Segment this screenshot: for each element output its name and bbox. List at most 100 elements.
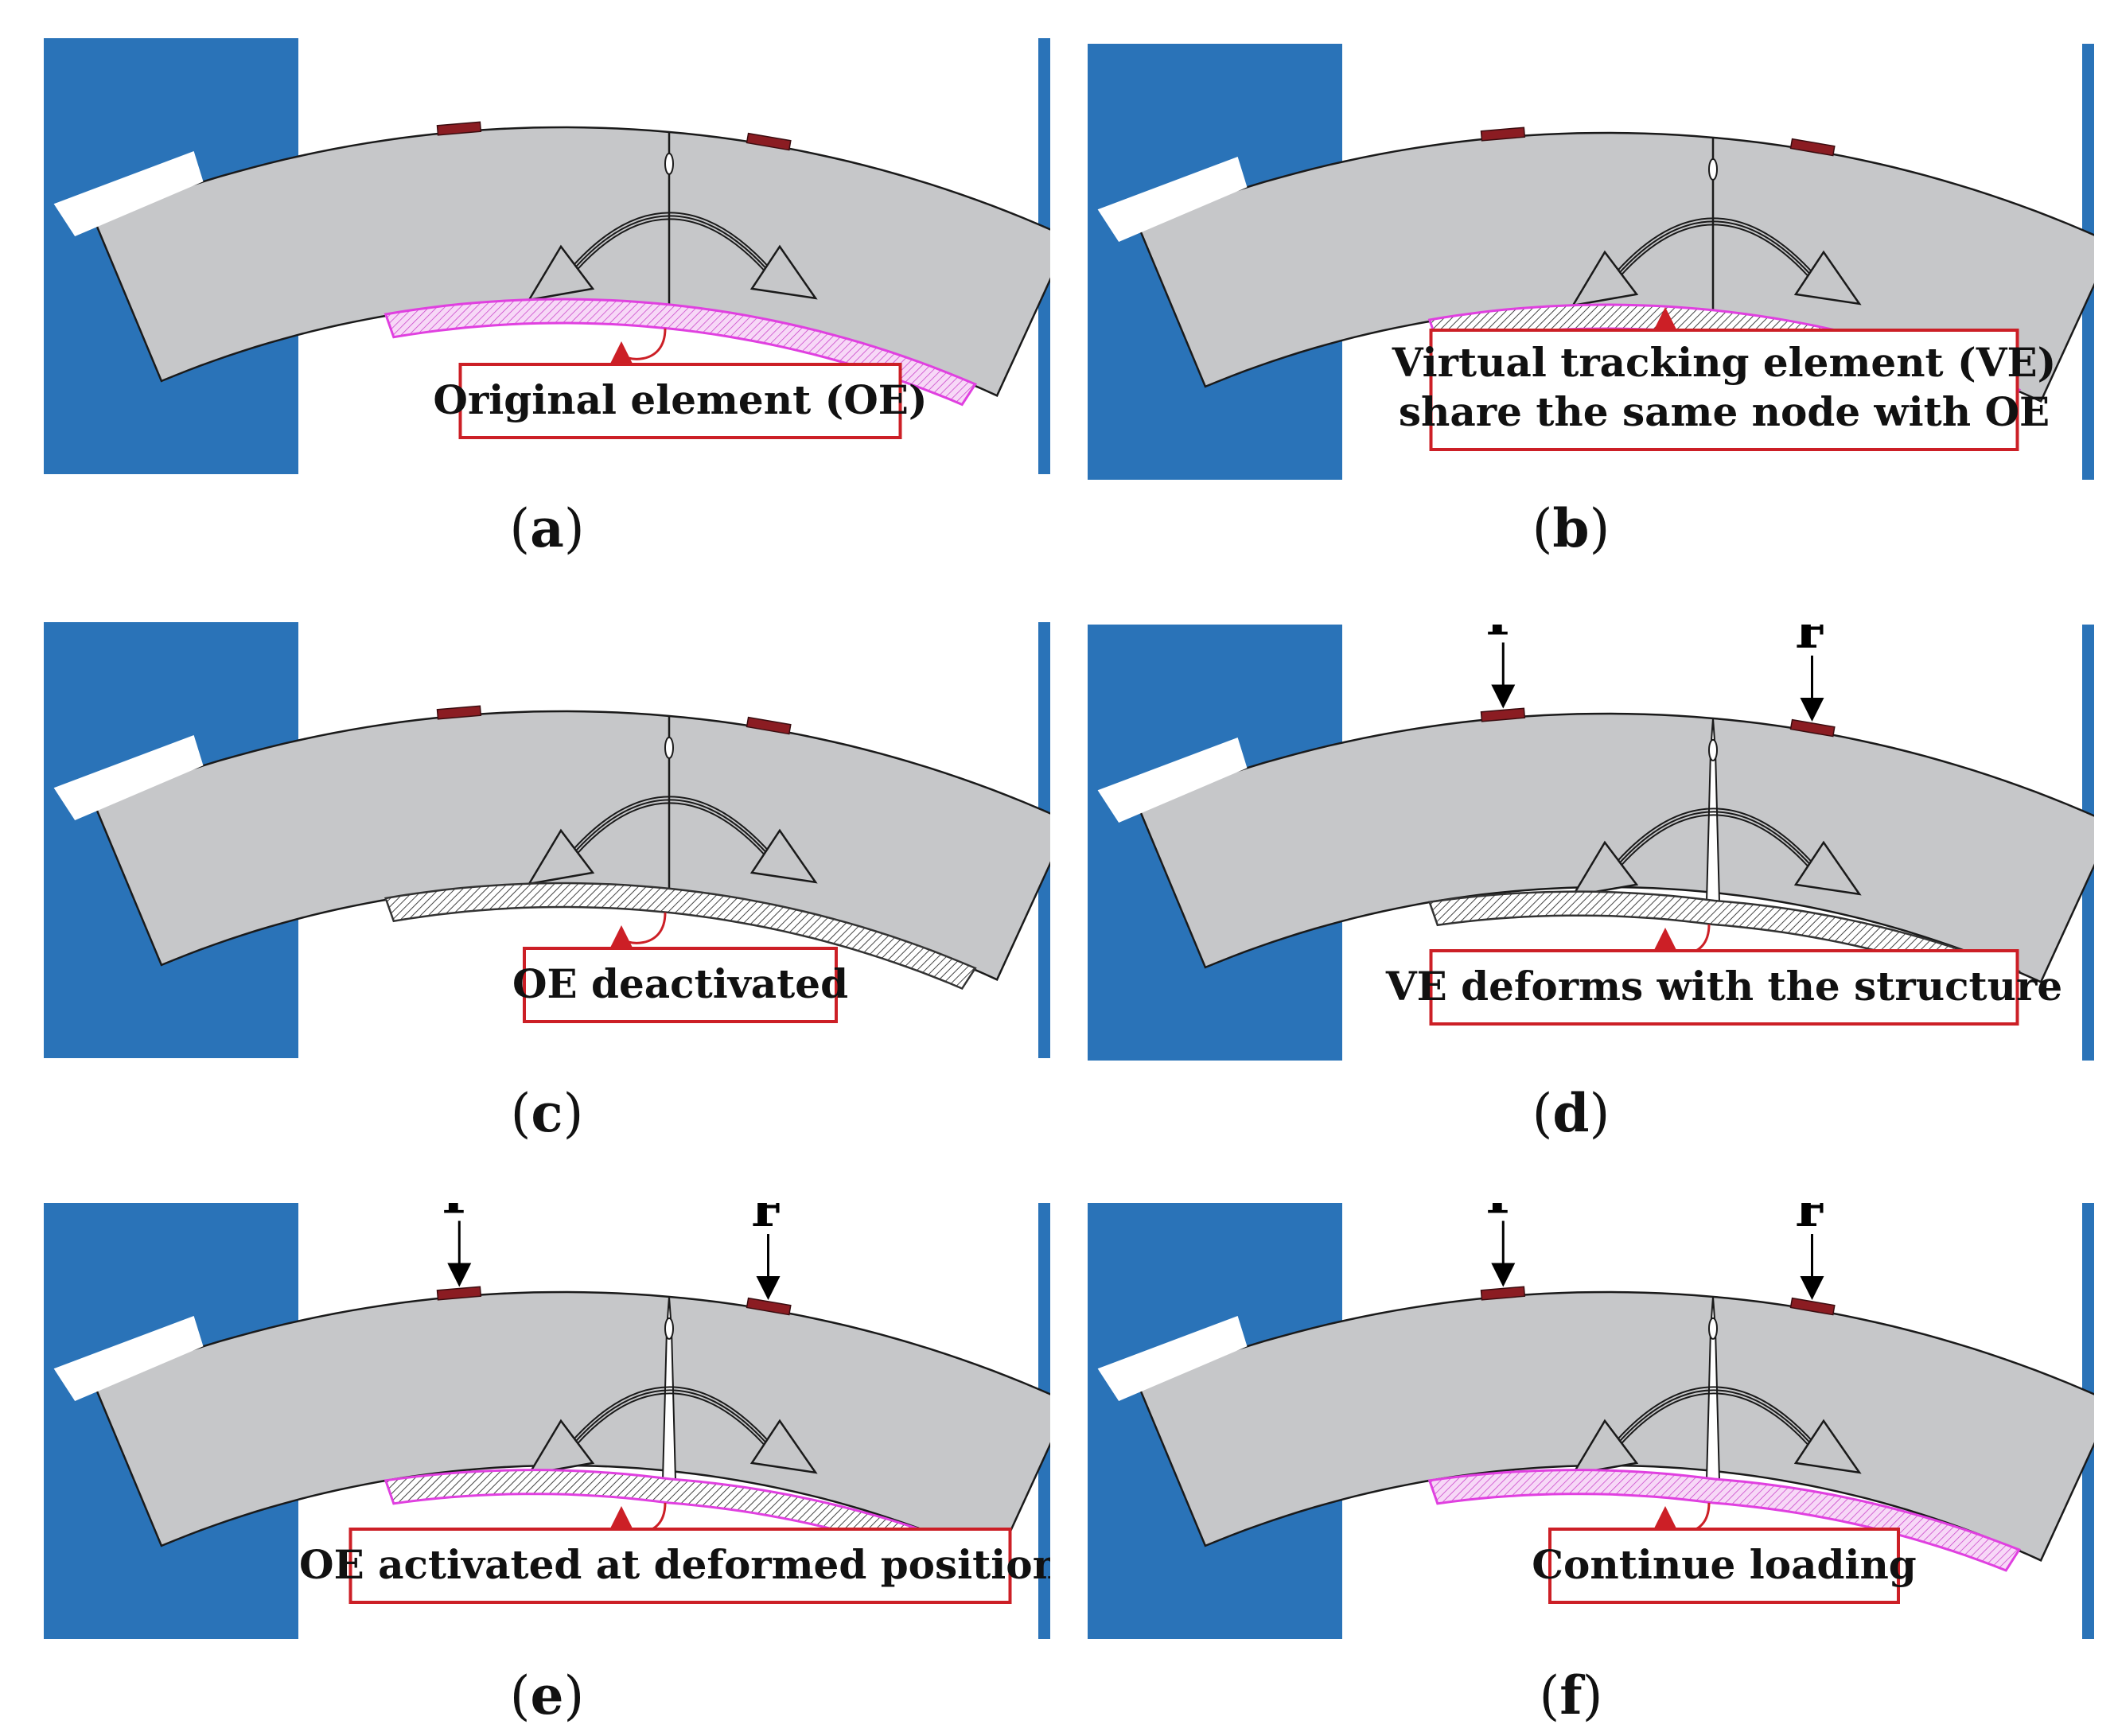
panel-b-diagram: Virtual tracking element (VE)share the s…: [1088, 44, 2114, 480]
loading-pad-2: [1789, 138, 1836, 157]
arch-rib-1: [1612, 808, 1816, 867]
label-line-1: OE activated at deformed position: [299, 1541, 1050, 1588]
force-label-2: F: [1794, 625, 1829, 660]
panel-f-diagram: FFContinue loading: [1088, 1167, 2114, 1639]
joint-gap: [53, 151, 204, 237]
bracket-left: [1571, 840, 1639, 897]
bracket-left: [527, 828, 595, 886]
joint-gap: [1097, 1316, 1248, 1402]
loading-pad-1: [436, 121, 482, 136]
loading-pad-1: [436, 705, 482, 720]
caption-b: (b): [1532, 497, 1610, 559]
joint-gap: [53, 735, 204, 821]
callout-arrow: [609, 912, 667, 950]
caption-a: (a): [509, 497, 585, 559]
callout-arrow: [609, 1502, 667, 1533]
panel-b: Virtual tracking element (VE)share the s…: [1088, 44, 2114, 480]
bracket-left: [1571, 250, 1639, 307]
original-element: [383, 298, 978, 407]
loading-pad-2: [746, 132, 792, 151]
bracket-left: [527, 244, 595, 302]
bracket-right: [749, 828, 818, 884]
bracket-right: [1793, 840, 1862, 896]
panel-c-diagram: OE deactivated: [44, 622, 1071, 1058]
panel-a-diagram: Original element (OE): [44, 38, 1071, 474]
force-arrow-1: [1491, 1220, 1516, 1287]
label-line-2: share the same node with OE: [1399, 388, 2050, 435]
bracket-right: [1793, 1419, 1862, 1474]
label-box: [1548, 1528, 1900, 1604]
arch-rib-2: [1616, 220, 1812, 277]
force-arrow-2: [756, 1234, 781, 1301]
callout-arrow: [609, 328, 667, 366]
label-line-1: OE deactivated: [512, 960, 848, 1007]
arch-rib-2: [572, 1389, 769, 1446]
callout-arrow: [1653, 1502, 1711, 1533]
bolt-hole: [664, 1317, 674, 1340]
loading-pad-1: [1480, 127, 1526, 142]
arch-rib-1: [568, 796, 773, 855]
bracket-right: [749, 1419, 818, 1474]
bracket-left: [527, 1419, 595, 1476]
arch-rib-2: [572, 215, 769, 271]
caption-c: (c): [510, 1082, 584, 1144]
caption-d: (d): [1532, 1082, 1610, 1144]
label-box: [1429, 329, 2019, 451]
loading-pad-1: [1480, 707, 1526, 722]
bolt-hole: [1708, 738, 1718, 761]
joint-gap: [1097, 738, 1248, 823]
loading-pad-2: [746, 716, 792, 735]
label-box: [458, 363, 902, 439]
arch-rib-3: [1619, 224, 1809, 277]
panel-c: OE deactivated: [44, 622, 1071, 1058]
panel-f: FFContinue loading: [1088, 1167, 2114, 1639]
callout-arrow: [1653, 924, 1711, 955]
force-arrow-1: [447, 1220, 472, 1287]
force-arrow-1: [1491, 642, 1516, 709]
force-arrow-2: [1800, 1234, 1824, 1301]
force-label-2: F: [1794, 1203, 1829, 1238]
panel-e-diagram: F F OE activated at deformed position: [44, 1167, 1071, 1639]
bolt-hole: [664, 152, 674, 175]
loading-pad-2: [1789, 1297, 1836, 1316]
panel-a: Original element (OE): [44, 38, 1071, 474]
label-box: [348, 1528, 1012, 1604]
panel-d-diagram: FFVE deforms with the structure: [1088, 589, 2114, 1061]
arch-rib-2: [572, 799, 769, 855]
arch-rib-3: [1619, 1392, 1809, 1446]
force-label-1: F: [442, 1203, 477, 1225]
loading-pad-1: [1480, 1286, 1526, 1301]
caption-e: (e): [509, 1664, 585, 1726]
arch-rib-3: [575, 218, 765, 271]
virtual-element: [384, 882, 977, 991]
label-box: [1429, 949, 2019, 1026]
joint-gap: [53, 1316, 204, 1402]
panel-d: FFVE deforms with the structure: [1088, 589, 2114, 1061]
bolt-hole: [1708, 158, 1718, 181]
loading-pad-2: [1789, 718, 1836, 738]
bracket-left: [1571, 1419, 1639, 1476]
force-arrow-2: [1800, 656, 1824, 722]
bolt-hole: [1708, 1317, 1718, 1340]
caption-f: (f): [1539, 1664, 1603, 1726]
bracket-right: [1793, 250, 1862, 306]
arch-rib-1: [568, 1386, 773, 1446]
bracket-right: [749, 244, 818, 300]
arch-rib-2: [1616, 811, 1812, 867]
original-element: [1427, 1469, 2022, 1572]
arch-rib-1: [568, 212, 773, 271]
force-label-2: F: [750, 1203, 785, 1238]
label-box: [523, 947, 838, 1023]
label-line-1: VE deforms with the structure: [1385, 963, 2062, 1010]
label-line-1: Original element (OE): [433, 376, 927, 423]
arch-rib-3: [575, 802, 765, 855]
label-line-1: Virtual tracking element (VE): [1392, 339, 2057, 386]
label-line-1: Continue loading: [1532, 1541, 1917, 1588]
arch-rib-1: [1612, 217, 1816, 277]
loading-pad-1: [436, 1286, 482, 1301]
arch-rib-3: [1619, 814, 1809, 867]
arch-rib-2: [1616, 1389, 1812, 1446]
beam-segment: [1137, 712, 2114, 983]
arch-rib-1: [1612, 1386, 1816, 1446]
